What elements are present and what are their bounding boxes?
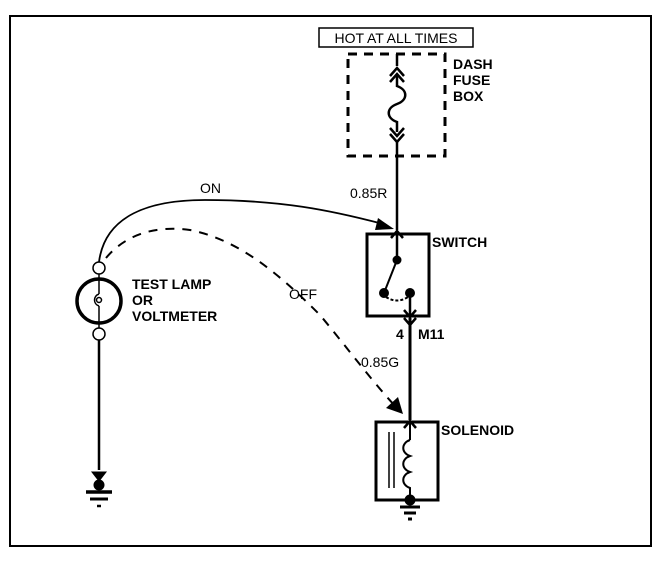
solenoid-ground-icon [400,494,420,521]
solenoid-coil [388,419,417,496]
switch-label: SWITCH [432,234,487,250]
probe-path-off-arrowhead [386,397,403,414]
lamp-ground-icon [86,471,112,508]
wire-label-lower: 0.85G [361,354,399,370]
wire-label-upper: 0.85R [350,185,387,201]
test-lamp-symbol [75,261,123,470]
solenoid-label: SOLENOID [441,422,514,438]
hot-at-all-times-box [318,27,474,48]
switch-pin-number: 4 [396,326,404,342]
solenoid-box [374,420,440,502]
test-lamp-label-line1: TEST LAMP [132,276,211,292]
probe-path-off [105,227,398,409]
probe-path-on-arrowhead [375,218,394,230]
test-lamp-label-line3: VOLTMETER [132,308,217,324]
probe-path-on-label: ON [200,180,221,196]
dash-fuse-box-label-line3: BOX [453,88,484,104]
hot-at-all-times-label: HOT AT ALL TIMES [335,30,458,46]
switch-connector-label: M11 [418,326,445,342]
diagram-border [9,15,652,547]
switch-contacts [379,229,417,327]
probe-path-off-label: OFF [289,286,317,302]
test-lamp-label-line2: OR [132,292,153,308]
fuse-symbol [387,54,407,230]
probe-path-on [98,199,384,263]
dash-fuse-box-label-line2: FUSE [453,72,490,88]
dash-fuse-box-label-line1: DASH [453,56,493,72]
